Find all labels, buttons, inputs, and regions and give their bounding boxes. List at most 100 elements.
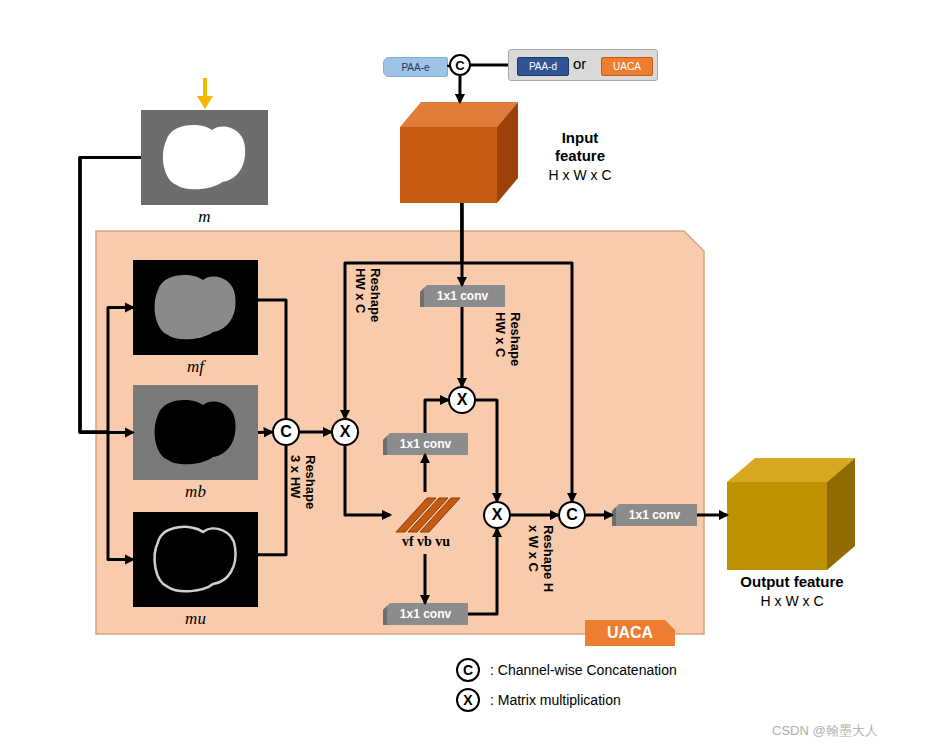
mask-image — [133, 512, 258, 607]
feature-shape: H x W x C — [540, 167, 620, 183]
connector — [300, 431, 331, 434]
pill-node: PAA-e — [383, 57, 448, 77]
region-tag: UACA — [585, 620, 675, 646]
mask-image — [133, 260, 258, 355]
operator-symbol: C — [455, 59, 464, 72]
mask-label: mf — [133, 357, 258, 377]
region-title: UACA — [607, 624, 653, 642]
connector — [424, 455, 427, 492]
mask-background — [141, 110, 268, 205]
connector — [425, 400, 448, 433]
operator-symbol: C — [280, 424, 292, 440]
mask-node: m — [141, 110, 268, 205]
module-label: UACA — [613, 61, 641, 72]
operator-symbol: X — [340, 424, 351, 440]
circle-node: X — [448, 386, 476, 414]
conv-node: 1x1 conv — [383, 433, 468, 455]
connector — [80, 158, 141, 433]
module-label: PAA-d — [529, 61, 557, 72]
circle-node: C — [449, 54, 471, 76]
feature-title: Input feature — [540, 129, 620, 165]
cube-side — [827, 458, 855, 570]
feature-title: Output feature — [707, 573, 877, 591]
connector — [258, 431, 272, 435]
conv-label: 1x1 conv — [437, 289, 488, 303]
legend-sample: X — [456, 688, 480, 712]
region-node: UACAmfmbmuCX1x1 convX1x1 convvf vb vu1x1… — [95, 230, 705, 635]
legend-sample: C — [456, 658, 480, 682]
circle-node: C — [558, 501, 586, 529]
mask-label: mu — [133, 609, 258, 629]
cube-shape — [400, 102, 518, 203]
conv-label: 1x1 conv — [400, 607, 451, 621]
tag-node: UACA — [601, 57, 653, 76]
legend-symbol: C — [463, 663, 473, 677]
mask-label: mb — [133, 482, 258, 502]
cube-node: Input featureH x W x C — [400, 102, 518, 203]
cube-front — [727, 482, 827, 570]
mask-image — [141, 110, 268, 205]
mask-blob — [155, 400, 236, 464]
connector — [80, 158, 141, 560]
mask-blob — [155, 527, 236, 591]
cube-front — [400, 127, 497, 203]
connector — [586, 514, 612, 517]
connector — [468, 529, 497, 614]
edge-label: Reshape HW x C — [492, 312, 522, 374]
legend-text: : Matrix multiplication — [490, 692, 621, 708]
edge-label: Reshape 3 x HW — [287, 455, 317, 515]
vector-bar — [420, 498, 460, 532]
region-outline — [96, 231, 704, 634]
cube-side — [497, 102, 518, 203]
mask-background — [133, 512, 258, 607]
connector — [80, 158, 141, 433]
connector — [345, 203, 462, 418]
conv-label: 1x1 conv — [629, 508, 680, 522]
circle-node: X — [483, 501, 511, 529]
operator-symbol: X — [457, 392, 468, 408]
legend-text: : Channel-wise Concatenation — [490, 662, 677, 678]
conv-node: 1x1 conv — [420, 285, 505, 307]
yellow-arrow-head — [197, 96, 213, 109]
feature-caption: Input feature H x W x C — [540, 129, 620, 183]
mask-label: m — [141, 207, 268, 227]
connector — [471, 64, 508, 67]
connector — [258, 446, 286, 555]
connector — [458, 76, 461, 102]
connector — [424, 554, 427, 603]
connector — [697, 514, 727, 517]
circle-node: X — [331, 418, 359, 446]
tag-node: PAA-d — [517, 57, 569, 76]
connector — [460, 203, 463, 285]
circle-node: C — [272, 418, 300, 446]
legend-symbol: X — [463, 693, 472, 707]
conv-node: 1x1 conv — [383, 603, 468, 625]
edge-label: Reshape H x W x C — [525, 525, 555, 597]
connector — [461, 307, 464, 386]
connector — [345, 446, 390, 515]
mask-blob — [163, 125, 245, 189]
mask-node: mb — [133, 385, 258, 480]
connector — [476, 400, 497, 501]
connector — [462, 203, 572, 501]
conv-node: 1x1 conv — [612, 504, 697, 526]
vector-label: vf vb vu — [390, 534, 462, 550]
operator-symbol: X — [492, 507, 503, 523]
feature-caption: Output featureH x W x C — [707, 573, 877, 609]
or-text: or — [573, 55, 586, 72]
gray-node: or PAA-d UACA — [508, 49, 658, 81]
mask-node: mf — [133, 260, 258, 355]
mask-background — [133, 260, 258, 355]
operator-symbol: C — [566, 507, 578, 523]
vector-bars — [390, 492, 462, 534]
cube-node: Output featureH x W x C — [727, 458, 855, 570]
mask-image — [133, 385, 258, 480]
connector — [448, 65, 449, 67]
pill-label: PAA-e — [401, 62, 429, 73]
mask-node: mu — [133, 512, 258, 607]
connector — [258, 300, 286, 418]
connector — [511, 514, 558, 517]
